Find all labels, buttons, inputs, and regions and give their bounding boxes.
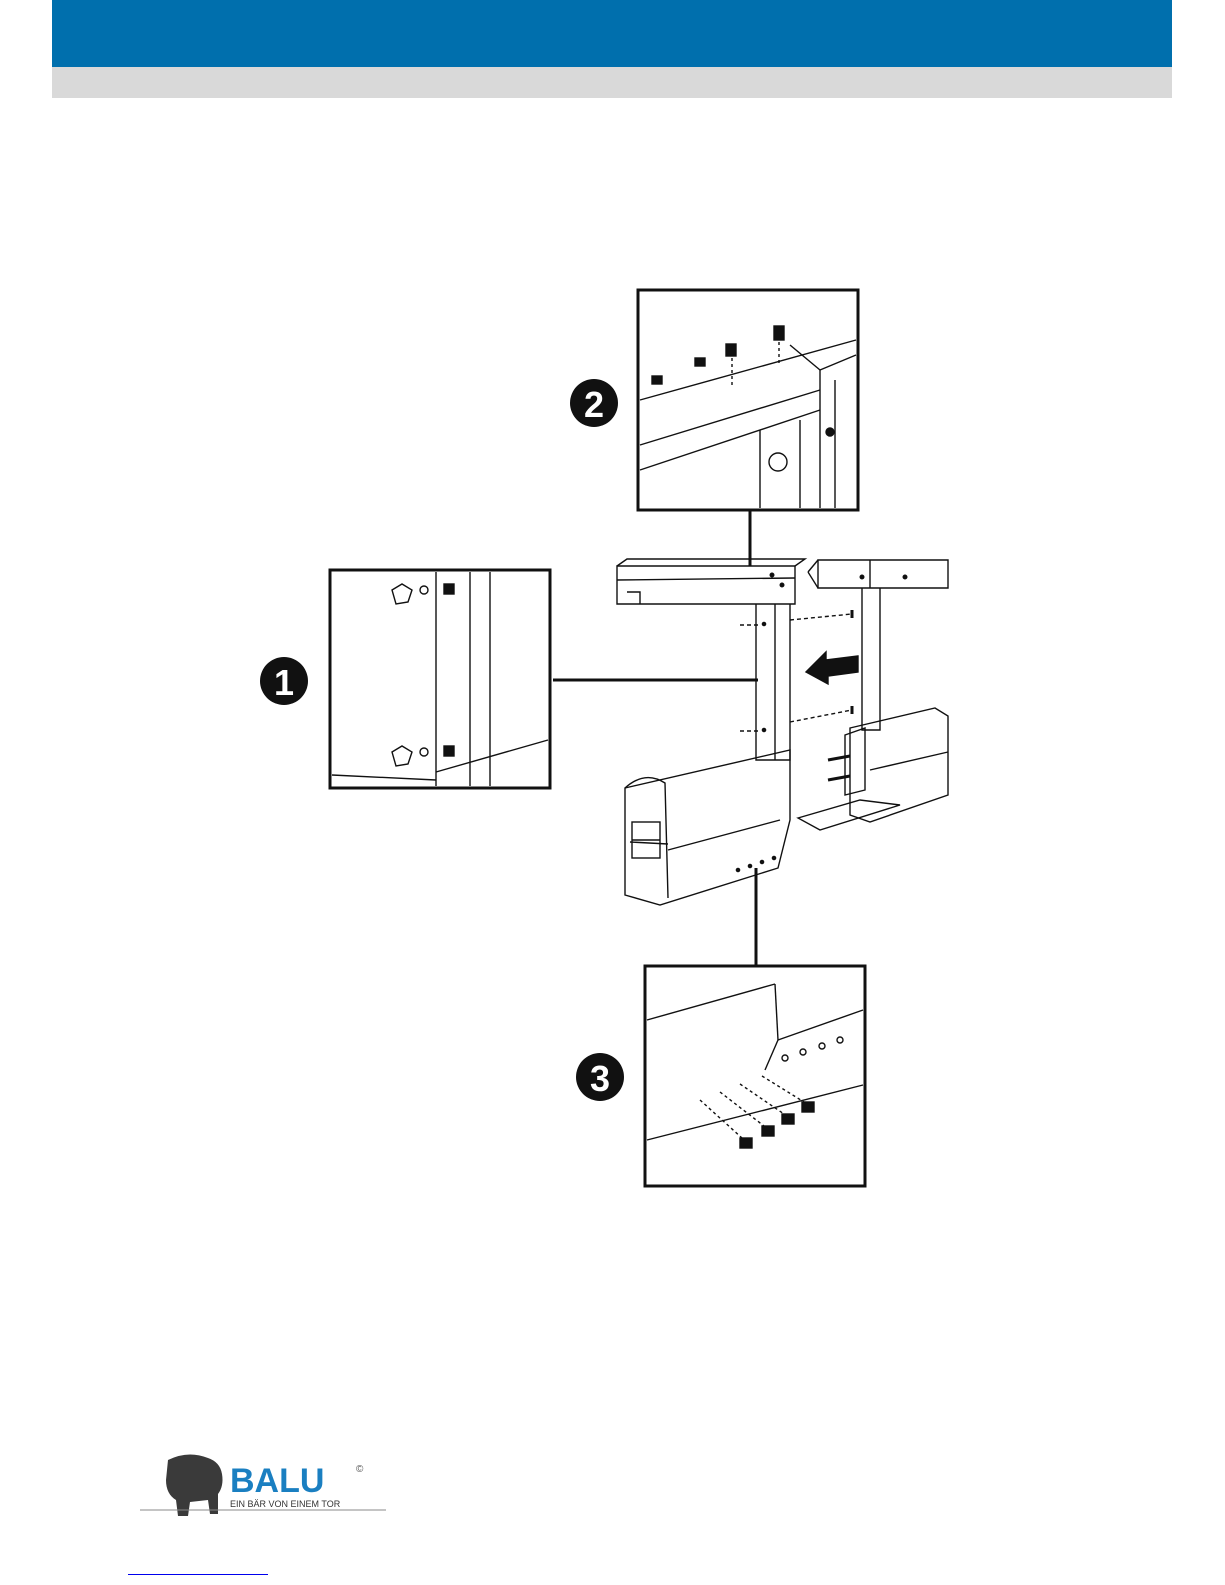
arrow-left-icon [806, 652, 858, 684]
top-rail-left [617, 559, 805, 604]
vertical-post-left [740, 604, 790, 760]
step-number-1: 1 [274, 662, 294, 703]
brand-name: BALU [230, 1462, 324, 1500]
registered-mark: © [356, 1464, 364, 1475]
brand-tagline: EIN BÄR VON EINEM TOR [230, 1499, 341, 1509]
step-number-2: 2 [584, 384, 604, 425]
step-badge-3: 3 [576, 1053, 624, 1101]
step-badge-1: 1 [260, 657, 308, 705]
bottom-rail-right [798, 708, 948, 830]
balu-logo: BALU © EIN BÄR VON EINEM TOR [138, 1450, 398, 1530]
footer-link-underline[interactable] [128, 1574, 268, 1575]
bottom-rail-left [625, 750, 790, 905]
detail-box-1 [330, 570, 550, 788]
step-badge-2: 2 [570, 379, 618, 427]
step-number-3: 3 [590, 1058, 610, 1099]
top-rail-right [808, 560, 948, 588]
detail-box-3 [645, 966, 865, 1186]
detail-box-2 [638, 290, 858, 510]
bear-icon [166, 1454, 223, 1516]
